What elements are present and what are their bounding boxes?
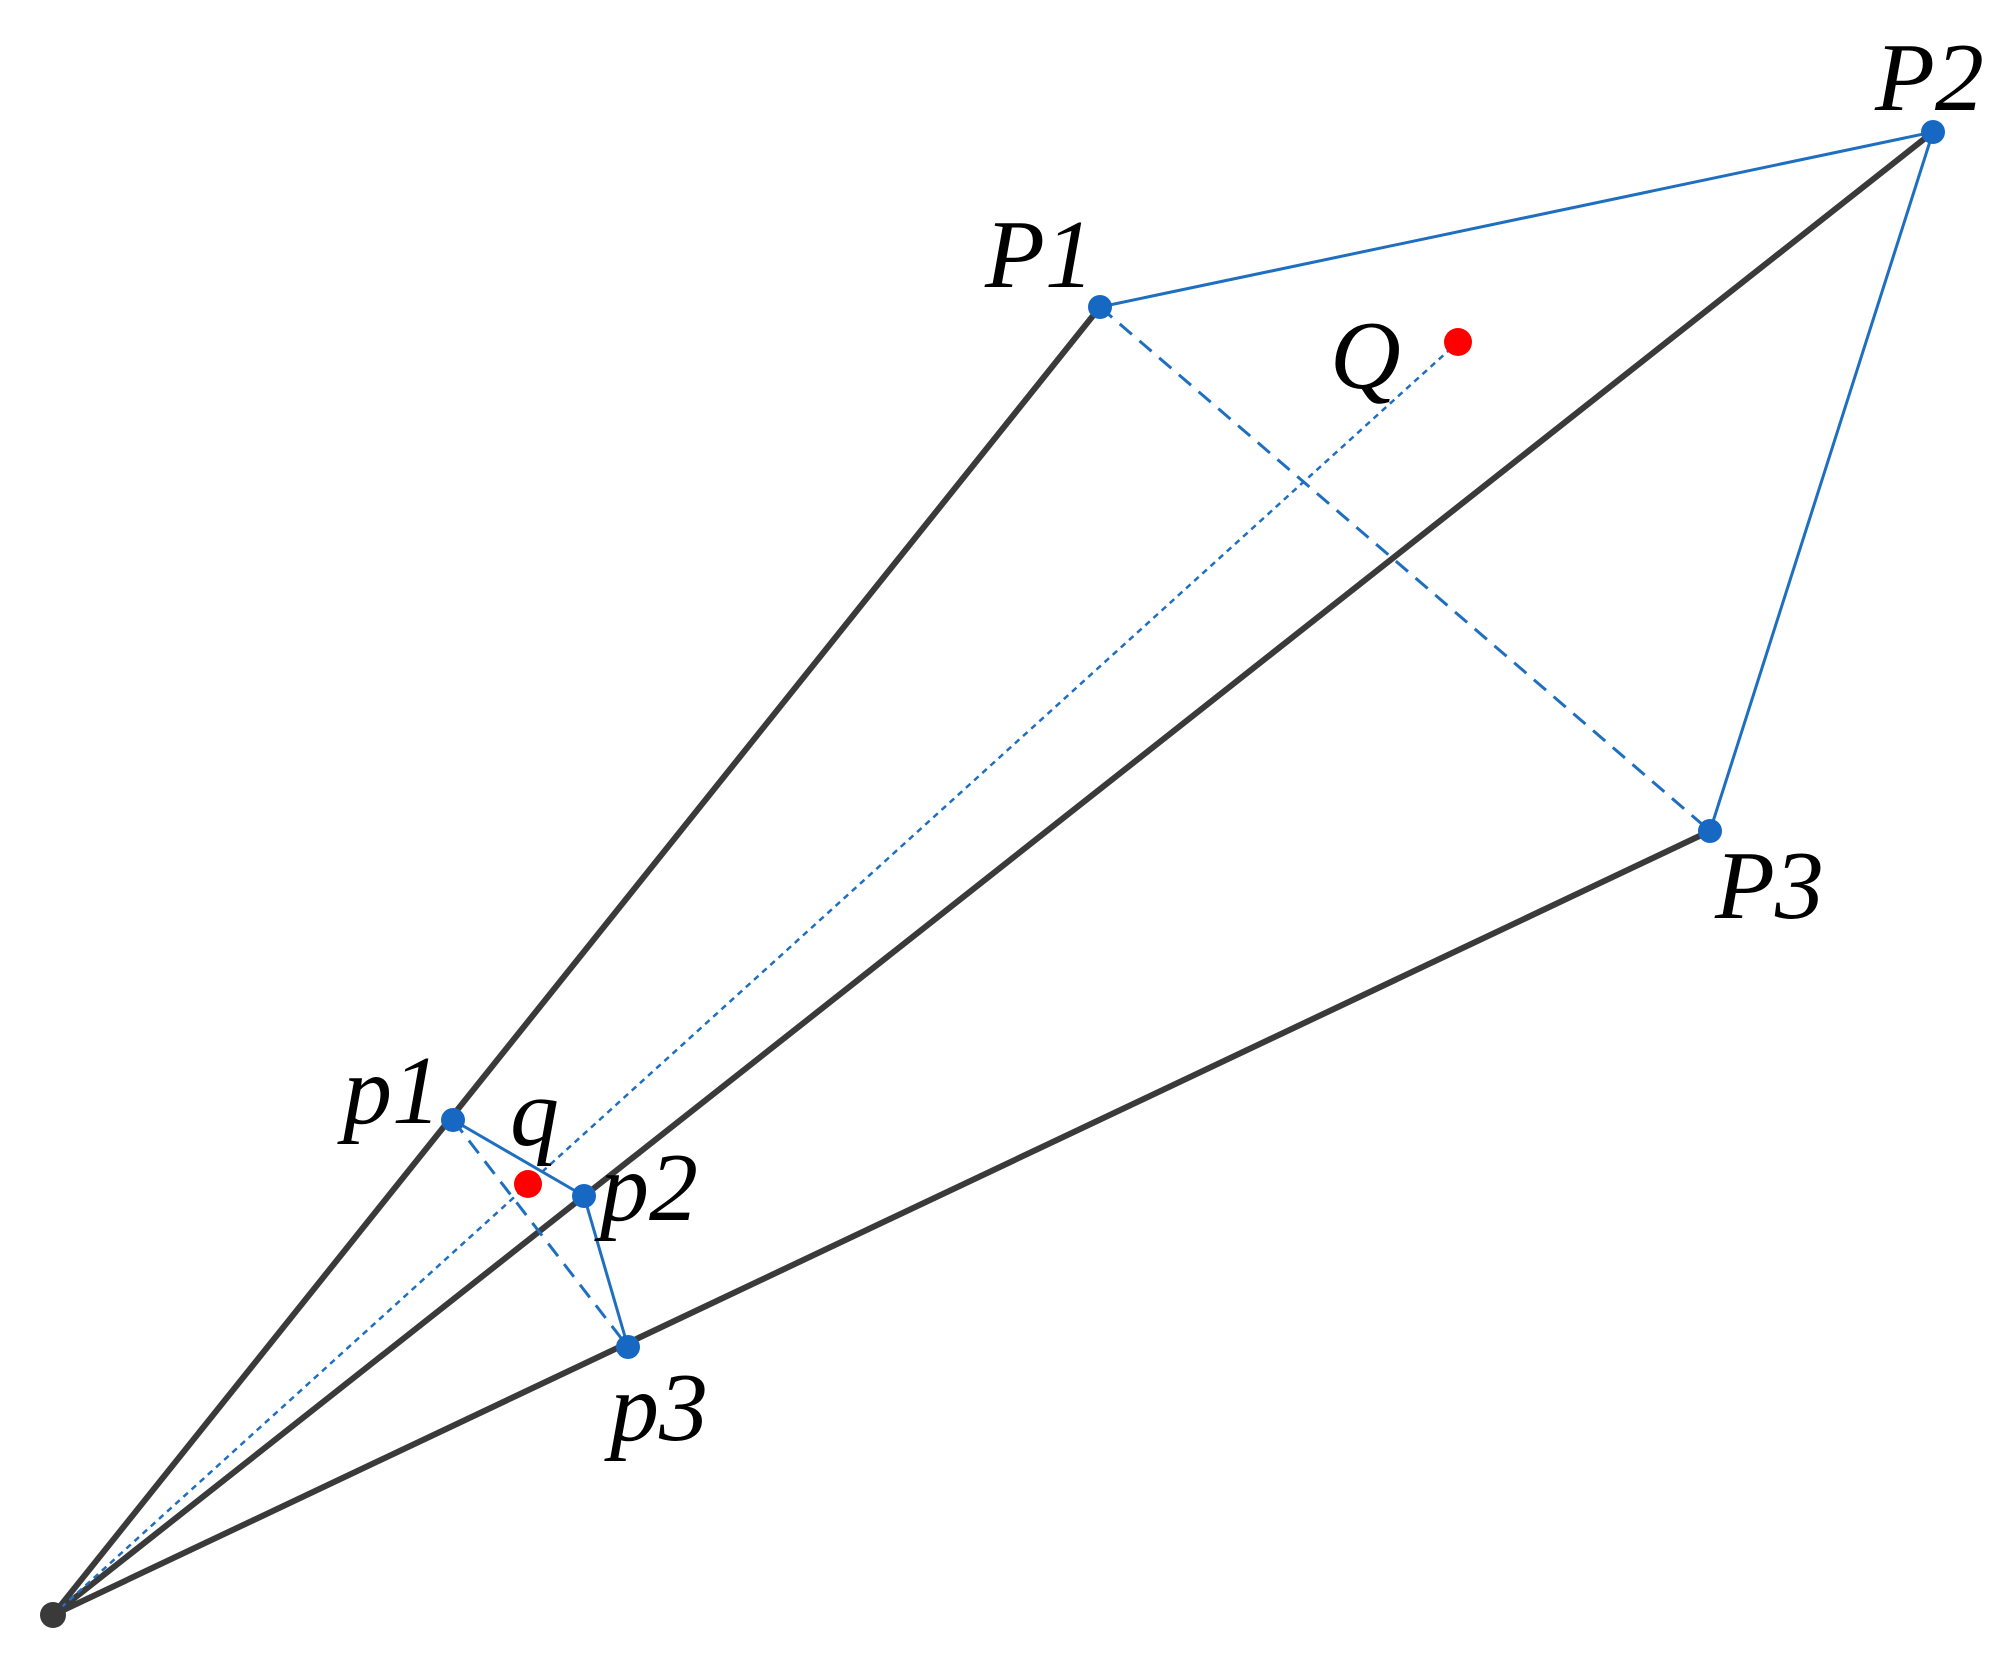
label-P1: P1 (984, 201, 1094, 309)
label-P3: P3 (1714, 832, 1824, 940)
small-triangle (451, 1118, 630, 1348)
edge-P2-P3 (1708, 131, 1935, 832)
vertex-P3 (1698, 819, 1722, 843)
large-triangle (1099, 130, 1935, 833)
label-P2: P2 (1874, 24, 1984, 132)
ray-to-Q (52, 341, 1459, 1616)
edge-p2-p3 (582, 1195, 630, 1348)
vertex-p1 (441, 1108, 465, 1132)
edge-P1-P3-dashed (1099, 305, 1711, 833)
label-p2: p2 (594, 1134, 698, 1242)
vertex-p2 (572, 1184, 596, 1208)
point-Q (1444, 328, 1472, 356)
projection-rays (50, 129, 1936, 1618)
vertex-p3 (616, 1335, 640, 1359)
point-q (514, 1170, 542, 1198)
label-q: q (510, 1059, 559, 1167)
ray-to-P3 (50, 828, 1713, 1618)
label-p3: p3 (604, 1354, 708, 1462)
vertex-P2 (1921, 120, 1945, 144)
vertices (441, 120, 1945, 1359)
ray-to-P1 (50, 304, 1103, 1618)
ray-to-P2 (50, 129, 1936, 1618)
label-p1: p1 (337, 1037, 441, 1145)
vertex-P1 (1088, 295, 1112, 319)
camera-center (40, 1602, 66, 1628)
edge-P1-P2 (1099, 130, 1934, 309)
edge-p1-p3-dashed (451, 1119, 630, 1348)
edge-p1-p2 (452, 1118, 585, 1198)
label-Q: Q (1330, 302, 1401, 410)
